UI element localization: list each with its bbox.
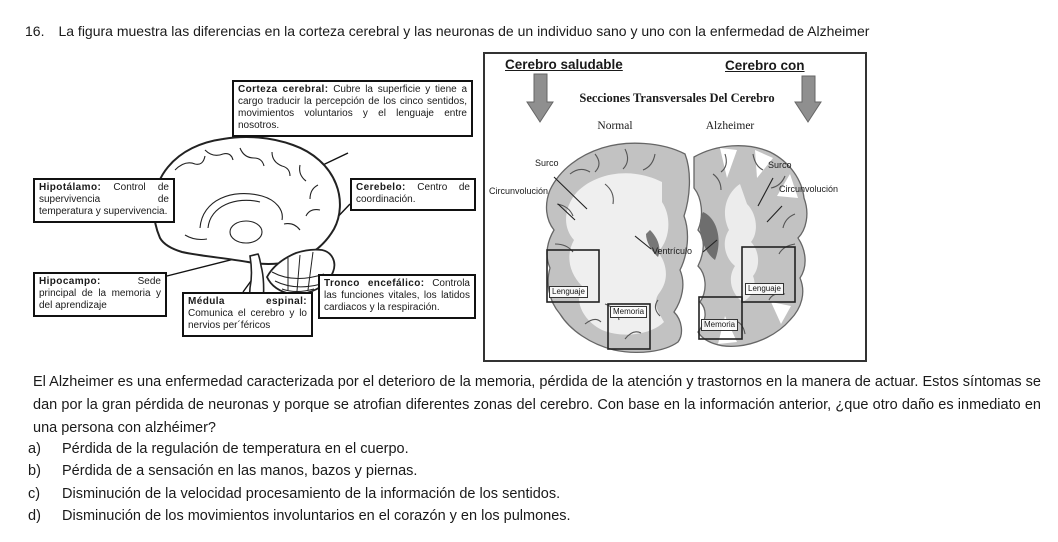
- column-label-alzheimer: Alzheimer: [705, 120, 755, 132]
- label-box-corteza: Corteza cerebral: Cubre la superficie y …: [232, 80, 473, 137]
- label-title-corteza: Corteza cerebral:: [238, 84, 329, 95]
- explanation-paragraph: El Alzheimer es una enfermedad caracteri…: [33, 374, 1041, 436]
- answer-options: a) Pérdida de la regulación de temperatu…: [28, 438, 1028, 528]
- label-text-tronco: Controla las funciones vitales, los lati…: [324, 278, 470, 313]
- label-text-medula: Comunica el cerebro y lo nervios per´fér…: [188, 308, 307, 331]
- label-title-cerebelo: Cerebelo:: [356, 182, 406, 193]
- surco-label-alzheimer: Surco: [768, 160, 792, 170]
- option-b-letter: b): [28, 463, 41, 480]
- down-arrow-left: [526, 73, 554, 123]
- alzheimer-ventricle: [699, 212, 719, 260]
- alzheimer-section-tissue: [693, 145, 808, 348]
- cerebrum-outline: [152, 136, 341, 265]
- surco-label-normal: Surco: [535, 158, 559, 168]
- label-box-tronco: Tronco encefálico: Controla las funcione…: [318, 274, 476, 319]
- memoria-chip-normal: Memoria: [610, 306, 648, 318]
- label-title-tronco: Tronco encefálico:: [324, 278, 425, 289]
- header-alzheimer-brain: Cerebro con: [725, 58, 805, 73]
- option-a: a) Pérdida de la regulación de temperatu…: [28, 438, 1028, 460]
- option-b-text: Pérdida de a sensación en las manos, baz…: [62, 463, 418, 480]
- column-label-normal: Normal: [597, 120, 633, 132]
- label-box-medula: Médula espinal: Comunica el cerebro y lo…: [182, 292, 313, 337]
- cross-sections-panel: Cerebro saludable Cerebro con Secciones …: [483, 52, 867, 362]
- question-text: La figura muestra las diferencias en la …: [58, 23, 870, 39]
- option-d-text: Disminución de los movimientos involunta…: [62, 508, 571, 525]
- label-text-hipotalamo: Control de supervivencia de temperatura …: [39, 182, 169, 217]
- option-c: c) Disminución de la velocidad procesami…: [28, 483, 1028, 505]
- option-d: d) Disminución de los movimientos involu…: [28, 505, 1028, 527]
- option-d-letter: d): [28, 508, 41, 525]
- label-box-hipotalamo: Hipotálamo: Control de supervivencia de …: [33, 178, 175, 223]
- label-text-corteza: Cubre la superficie y tiene a cargo trad…: [238, 84, 468, 131]
- option-a-letter: a): [28, 441, 41, 457]
- label-title-medula: Médula espinal:: [188, 296, 307, 307]
- question-line: 16. La figura muestra las diferencias en…: [25, 23, 1035, 39]
- option-a-text: Pérdida de la regulación de temperatura …: [62, 441, 409, 457]
- header-healthy-brain: Cerebro saludable: [505, 57, 623, 72]
- label-text-cerebelo: Centro de coordinación.: [356, 182, 470, 205]
- label-box-cerebelo: Cerebelo: Centro de coordinación.: [350, 178, 476, 211]
- ventriculo-label: Ventrículo: [652, 246, 693, 256]
- label-text-hipocampo: Sede principal de la memoria y del apren…: [39, 276, 161, 311]
- circunvolucion-label-alzheimer: Circunvolución: [779, 184, 839, 194]
- lenguaje-chip-alzheimer: Lenguaje: [745, 283, 784, 295]
- lenguaje-chip-normal: Lenguaje: [549, 286, 588, 298]
- option-c-text: Disminución de la velocidad procesamient…: [62, 485, 561, 502]
- memoria-chip-alzheimer: Memoria: [701, 319, 739, 331]
- question-number: 16.: [25, 23, 45, 39]
- label-title-hipotalamo: Hipotálamo:: [39, 182, 102, 193]
- label-title-hipocampo: Hipocampo:: [39, 276, 101, 287]
- label-box-hipocampo: Hipocampo: Sede principal de la memoria …: [33, 272, 167, 317]
- sections-subtitle: Secciones Transversales Del Cerebro: [579, 91, 775, 105]
- option-b: b) Pérdida de a sensación en las manos, …: [28, 460, 1028, 482]
- circunvolucion-label-normal: Circunvolución: [489, 186, 549, 196]
- memoria-region-box-alzheimer: [698, 296, 743, 340]
- down-arrow-right: [794, 75, 822, 123]
- option-c-letter: c): [28, 485, 41, 502]
